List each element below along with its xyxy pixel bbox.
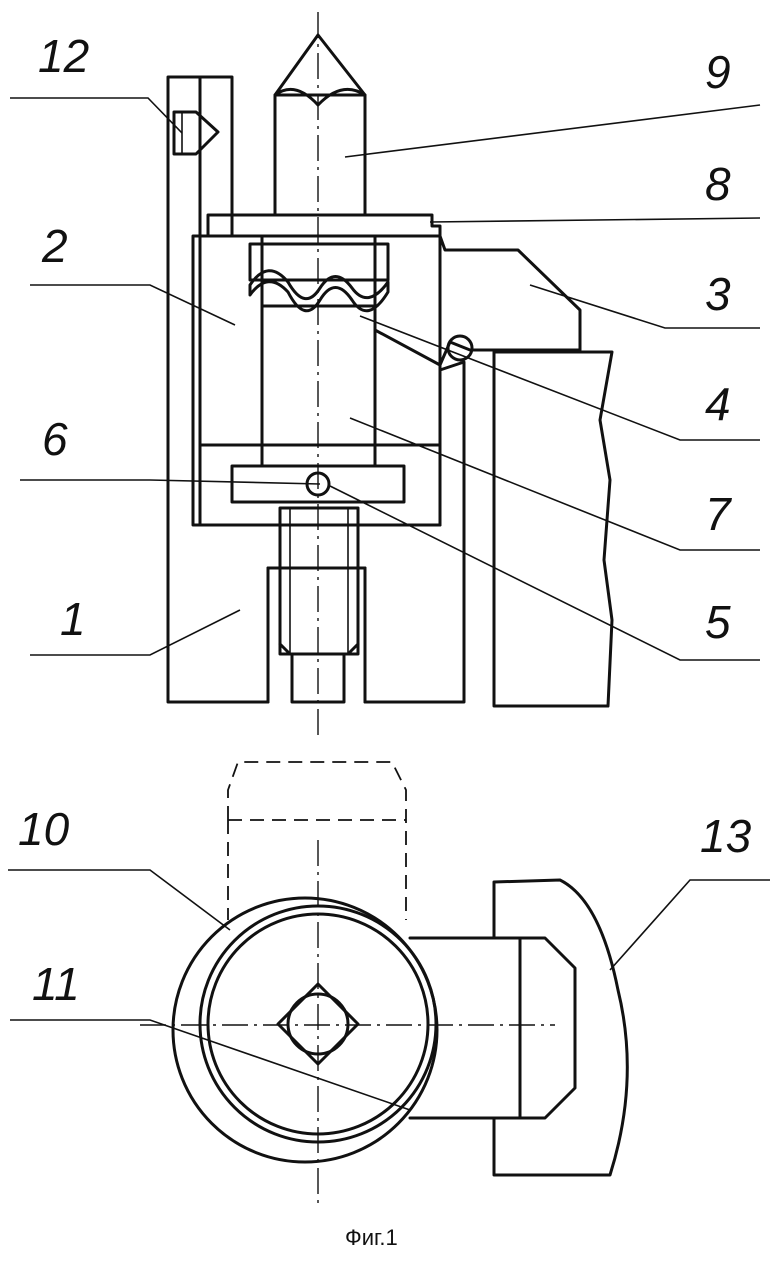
label-1: 1 xyxy=(60,593,86,645)
label-8: 8 xyxy=(705,158,731,210)
housing-body xyxy=(166,75,466,704)
plan-view xyxy=(140,761,629,1205)
screw-12 xyxy=(172,110,220,156)
workpiece-13 xyxy=(492,878,629,1177)
disc-6 xyxy=(230,464,406,504)
block-3-inner xyxy=(373,234,442,447)
screw-stud xyxy=(278,506,360,656)
rotor-ring xyxy=(198,904,438,1144)
wave-spring-4 xyxy=(248,269,390,313)
leaders xyxy=(8,97,770,1111)
chamber xyxy=(198,443,442,527)
label-6: 6 xyxy=(42,413,68,465)
square-hole xyxy=(286,992,350,1056)
figure-caption: Фиг.1 xyxy=(345,1225,398,1250)
label-7: 7 xyxy=(705,488,732,540)
label-4: 4 xyxy=(705,378,731,430)
labels: 12 9 8 2 3 4 6 7 5 1 10 13 11 Фиг.1 xyxy=(18,30,752,1250)
cone-tip xyxy=(273,33,367,107)
label-10: 10 xyxy=(18,803,70,855)
label-12: 12 xyxy=(38,30,89,82)
plate-8 xyxy=(206,213,442,238)
label-9: 9 xyxy=(705,46,731,98)
label-2: 2 xyxy=(41,220,68,272)
label-11: 11 xyxy=(32,958,80,1010)
label-5: 5 xyxy=(705,596,731,648)
label-13: 13 xyxy=(700,810,752,862)
arm-11 xyxy=(408,936,577,1120)
workpiece xyxy=(492,350,614,708)
pivot-round xyxy=(446,334,474,362)
label-3: 3 xyxy=(705,268,731,320)
section-view xyxy=(166,12,614,740)
block-2 xyxy=(198,234,264,447)
rotor-inner xyxy=(206,912,430,1136)
stud-neck xyxy=(290,652,346,704)
phantom-holder xyxy=(227,761,407,920)
cam-washer-4 xyxy=(248,242,390,282)
clamp-arm-3 xyxy=(373,234,582,367)
holder-9 xyxy=(273,93,367,217)
plate-12 xyxy=(198,75,234,238)
